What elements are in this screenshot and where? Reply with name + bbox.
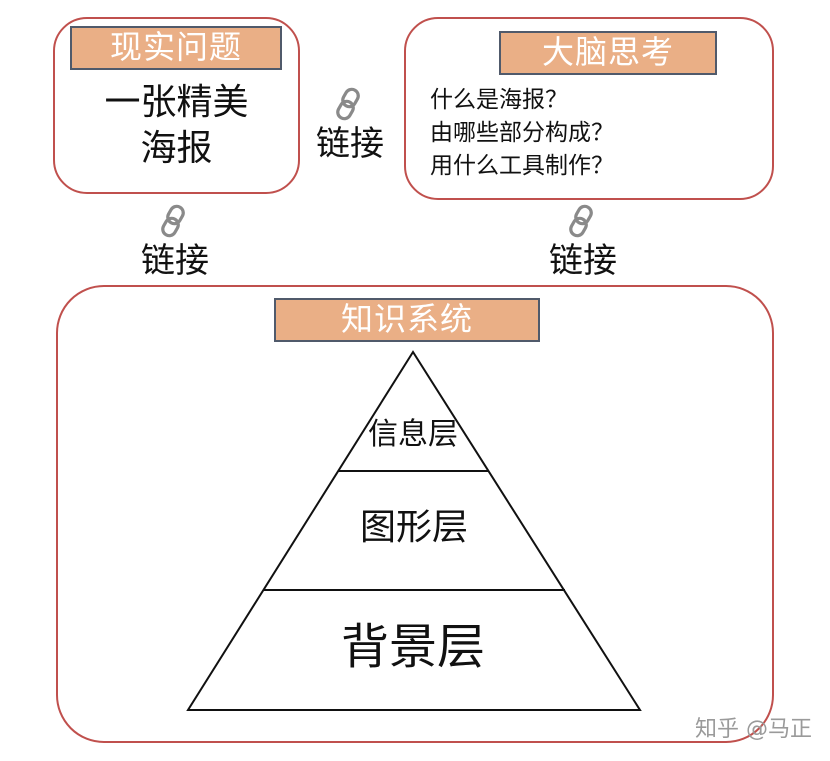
- watermark: 知乎 @马正: [695, 717, 812, 742]
- pyramid-outline: [186, 350, 642, 711]
- question-list: 什么是海报？ 由哪些部分构成？ 用什么工具制作？: [430, 84, 614, 183]
- real-problem-line-2: 海报: [140, 128, 213, 169]
- link-connector-right: 链接: [538, 203, 628, 281]
- real-problem-title: 现实问题: [70, 26, 282, 70]
- question-item: 由哪些部分构成？: [430, 120, 614, 146]
- question-item: 用什么工具制作？: [430, 153, 614, 179]
- real-problem-text: 一张精美 海报: [55, 80, 298, 172]
- brain-thinking-title: 大脑思考: [499, 31, 717, 75]
- chain-link-icon: [569, 204, 593, 238]
- real-problem-line-1: 一张精美: [104, 82, 249, 123]
- question-item: 什么是海报？: [430, 87, 568, 113]
- link-label: 链接: [549, 241, 617, 281]
- chain-link-icon: [161, 204, 185, 238]
- link-label: 链接: [316, 124, 384, 164]
- knowledge-system-title: 知识系统: [274, 298, 540, 342]
- pyramid-layer-graphics: 图形层: [359, 507, 468, 548]
- link-label: 链接: [141, 241, 209, 281]
- link-connector-top: 链接: [305, 86, 395, 164]
- chain-link-icon: [336, 87, 360, 121]
- pyramid-layer-background: 背景层: [340, 619, 485, 675]
- link-connector-left: 链接: [130, 203, 220, 281]
- pyramid-layer-info: 信息层: [368, 417, 458, 452]
